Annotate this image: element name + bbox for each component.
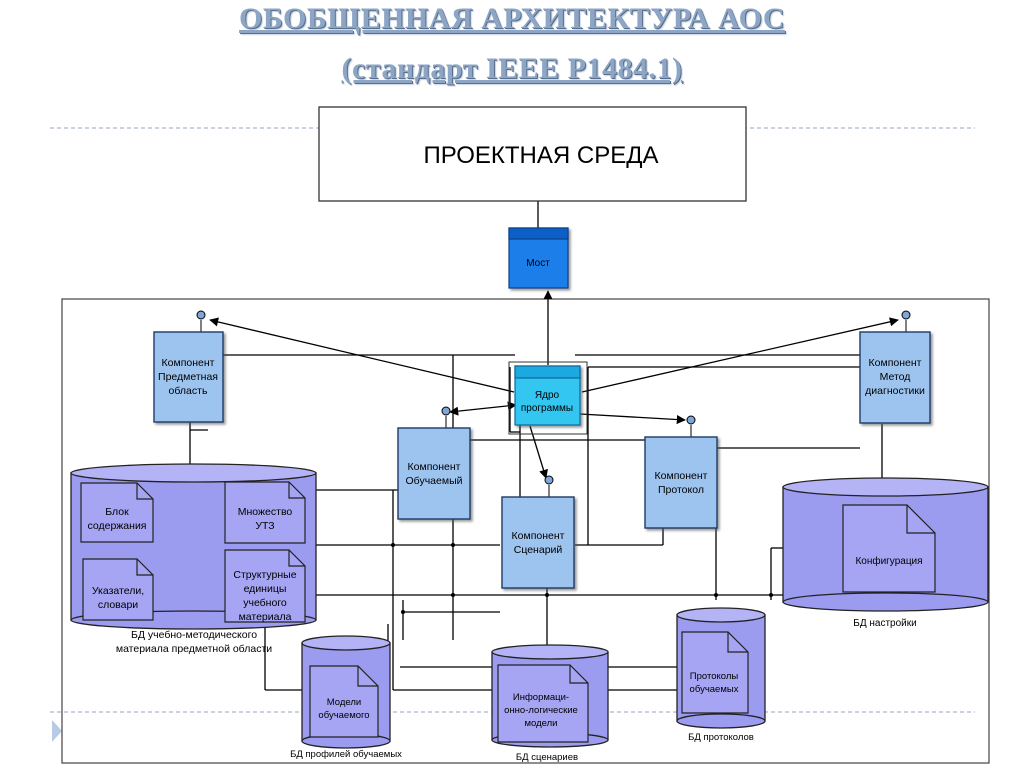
slide-title-line-2: (стандарт IEEE P1484.1) — [341, 52, 683, 85]
component-protocol-label-1: Компонент — [655, 470, 708, 482]
doc-learner-models: Модели обучаемого — [309, 665, 379, 738]
doc-learner-protocols-label-1: Протоколы — [690, 671, 739, 682]
doc-learner-models-label-2: обучаемого — [318, 710, 369, 721]
doc-info-logic-models-label-3: модели — [525, 718, 558, 729]
component-protocol: Компонент Протокол — [644, 436, 718, 529]
component-subject-area: Компонент Предметная область — [153, 331, 224, 423]
doc-content-block-label-1: Блок — [105, 506, 129, 518]
slide-bullet-icon — [52, 720, 62, 742]
doc-structural-units-label-2: единицы — [244, 583, 287, 595]
database-settings-label: БД настройки — [853, 618, 916, 629]
doc-task-set: Множество УТЗ — [224, 481, 306, 544]
component-method-label-2: Метод — [880, 371, 911, 383]
doc-learner-models-label-1: Модели — [327, 697, 361, 708]
component-learner-label-2: Обучаемый — [406, 475, 463, 487]
component-method-label-3: диагностики — [865, 385, 925, 397]
slide-title-line-1: ОБОБЩЕННАЯ АРХИТЕКТУРА АОС — [239, 2, 785, 35]
component-subject-label-3: область — [169, 385, 208, 397]
doc-structural-units: Структурные единицы учебного материала — [224, 549, 306, 623]
component-scenario-label-1: Компонент — [512, 530, 565, 542]
doc-info-logic-models: Информаци- онно-логические модели — [497, 664, 589, 743]
component-learner: Компонент Обучаемый — [397, 427, 471, 520]
database-learner-profiles-label: БД профилей обучаемых — [290, 749, 402, 760]
component-diagnostic-method: Компонент Метод диагностики — [859, 331, 931, 424]
component-subject-label-1: Компонент — [162, 357, 215, 369]
database-subject-material-label-2: материала предметной области — [116, 643, 272, 655]
component-learner-label-1: Компонент — [408, 461, 461, 473]
database-scenarios-label: БД сценариев — [516, 752, 578, 763]
doc-info-logic-models-label-2: онно-логические — [504, 705, 578, 716]
bridge-block — [508, 227, 569, 289]
bridge-label: Мост — [526, 258, 550, 269]
design-environment-box — [318, 106, 747, 202]
component-method-label-1: Компонент — [869, 357, 922, 369]
component-scenario: Компонент Сценарий — [501, 496, 575, 589]
component-protocol-label-2: Протокол — [658, 484, 704, 496]
doc-configuration-label: Конфигурация — [855, 555, 922, 567]
doc-content-block-label-2: содержания — [88, 520, 147, 532]
doc-pointers-label-1: Указатели, — [92, 585, 144, 597]
doc-structural-units-label-3: учебного — [243, 597, 287, 609]
system-frame — [61, 298, 990, 764]
doc-pointers-label-2: словари — [98, 599, 138, 611]
doc-structural-units-label-4: материала — [239, 611, 292, 623]
core-block — [514, 365, 581, 426]
doc-info-logic-models-label-1: Информаци- — [513, 692, 569, 703]
core-label-1: Ядро — [535, 390, 560, 401]
database-protocols-label: БД протоколов — [688, 732, 754, 743]
design-environment-label: ПРОЕКТНАЯ СРЕДА — [424, 142, 659, 169]
doc-learner-protocols: Протоколы обучаемых — [681, 631, 749, 714]
doc-task-set-label-2: УТЗ — [255, 520, 274, 532]
core-frame — [508, 361, 588, 435]
doc-content-block: Блок содержания — [80, 482, 154, 543]
doc-task-set-label-1: Множество — [238, 506, 293, 518]
doc-configuration: Конфигурация — [842, 504, 936, 593]
doc-structural-units-label-1: Структурные — [233, 569, 296, 581]
doc-learner-protocols-label-2: обучаемых — [690, 684, 739, 695]
component-subject-label-2: Предметная — [158, 371, 218, 383]
doc-pointers-dictionaries: Указатели, словари — [82, 558, 154, 621]
port-icons — [196, 310, 911, 497]
core-label-2: программы — [521, 403, 573, 414]
database-subject-material-label-1: БД учебно-методического — [131, 629, 257, 641]
component-scenario-label-2: Сценарий — [514, 544, 563, 556]
